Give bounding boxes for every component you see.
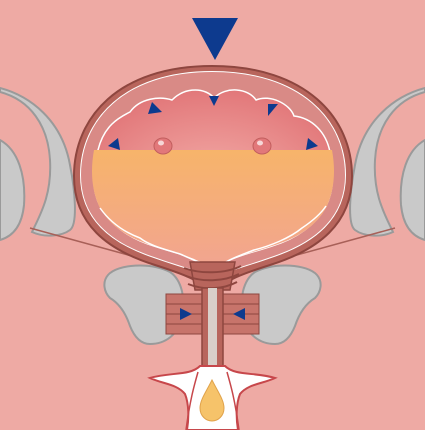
- ureteral-orifice-left: [154, 138, 172, 154]
- ureteral-orifice-right: [253, 138, 271, 154]
- urethra: [202, 288, 223, 368]
